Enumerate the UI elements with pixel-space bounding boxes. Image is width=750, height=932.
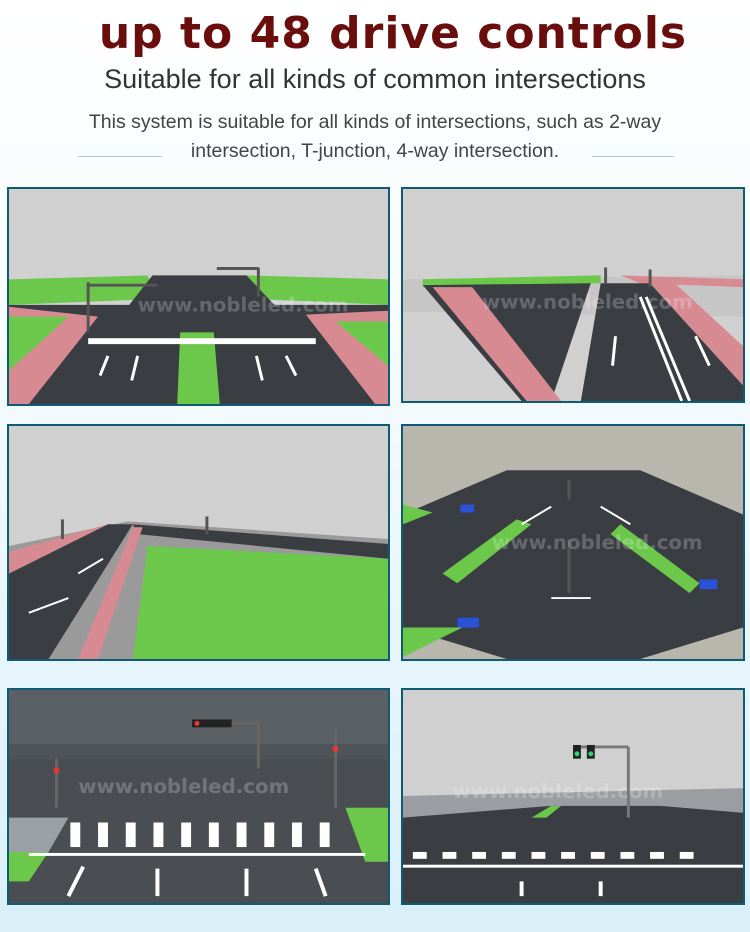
description-line-1: This system is suitable for all kinds of… [88,111,662,133]
watermark-4: www.nobleled.com [492,531,703,554]
intersection-image-4: www.nobleled.com [401,424,745,661]
intersection-image-6: www.nobleled.com [401,688,745,905]
divider-left [78,156,162,157]
intersection-image-5: www.nobleled.com [7,688,390,905]
description-line-2: intersection, T-junction, 4-way intersec… [190,140,560,162]
intersection-image-1: www.nobleled.com [7,187,390,406]
watermark-6: www.nobleled.com [452,780,663,803]
divider-right [592,156,674,157]
watermark-2: www.nobleled.com [482,291,693,314]
description: This system is suitable for all kinds of… [0,108,750,166]
headline: up to 48 drive controls [98,8,688,59]
intersection-image-3 [7,424,390,661]
watermark-1: www.nobleled.com [138,294,349,317]
intersection-image-2: www.nobleled.com [401,187,745,403]
watermark-5: www.nobleled.com [78,775,289,798]
subtitle: Suitable for all kinds of common interse… [104,64,646,94]
